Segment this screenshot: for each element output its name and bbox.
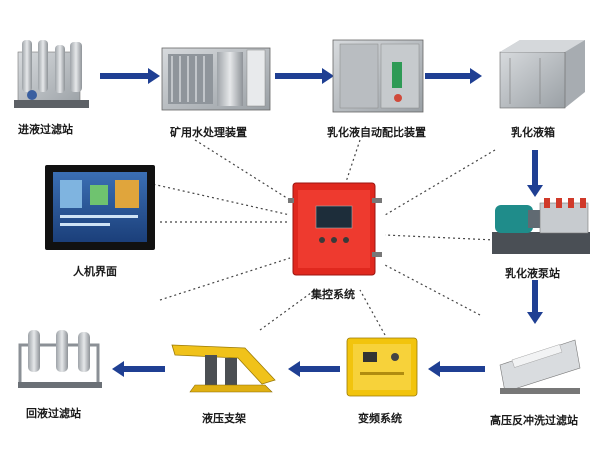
- central-control-label: 集控系统: [311, 288, 355, 301]
- arrow-right-icon: [425, 68, 482, 84]
- arrow-down-icon: [527, 150, 543, 197]
- link-return-filter: [159, 257, 291, 301]
- arrow-right-icon: [275, 68, 334, 84]
- inlet-filter-label: 进液过滤站: [18, 123, 73, 136]
- central-control-image: [288, 182, 382, 276]
- pump-station-label: 乳化液泵站: [505, 267, 560, 280]
- water-treatment-image: [161, 47, 271, 111]
- hmi-label: 人机界面: [73, 265, 117, 278]
- emulsion-tank-image: [499, 40, 585, 109]
- return-filter-label: 回液过滤站: [26, 407, 81, 420]
- link-to-top-left: [89, 169, 291, 216]
- vfd-image: [346, 337, 418, 397]
- hydraulic-support-label: 液压支架: [202, 412, 246, 425]
- arrow-left-icon: [428, 361, 485, 377]
- link-hydraulic-support: [259, 289, 316, 331]
- link-pump-station: [384, 234, 496, 241]
- link-vfd: [359, 289, 386, 336]
- arrow-left-icon: [288, 361, 340, 377]
- backwash-filter-image: [499, 339, 581, 394]
- emulsion-tank-label: 乳化液箱: [511, 126, 555, 139]
- flow-arrows: [100, 68, 543, 377]
- link-auto-ratio: [344, 139, 361, 186]
- backwash-filter-label: 高压反冲洗过滤站: [490, 414, 578, 427]
- water-treatment-label: 矿用水处理装置: [170, 126, 247, 139]
- inlet-filter-image: [14, 40, 89, 108]
- link-emulsion-tank: [384, 149, 496, 216]
- arrow-left-icon: [112, 361, 165, 377]
- hydraulic-support-image: [171, 344, 276, 393]
- arrow-down-icon: [527, 280, 543, 324]
- auto-ratio-image: [332, 39, 424, 113]
- link-water-treatment: [194, 139, 291, 201]
- vfd-label: 变频系统: [358, 412, 402, 425]
- return-filter-image: [18, 330, 102, 388]
- auto-ratio-label: 乳化液自动配比装置: [327, 126, 426, 139]
- hmi-image: [45, 165, 155, 250]
- control-links: [89, 139, 496, 336]
- arrow-right-icon: [100, 68, 160, 84]
- link-backwash-filter: [384, 264, 481, 316]
- pump-station-image: [492, 198, 590, 254]
